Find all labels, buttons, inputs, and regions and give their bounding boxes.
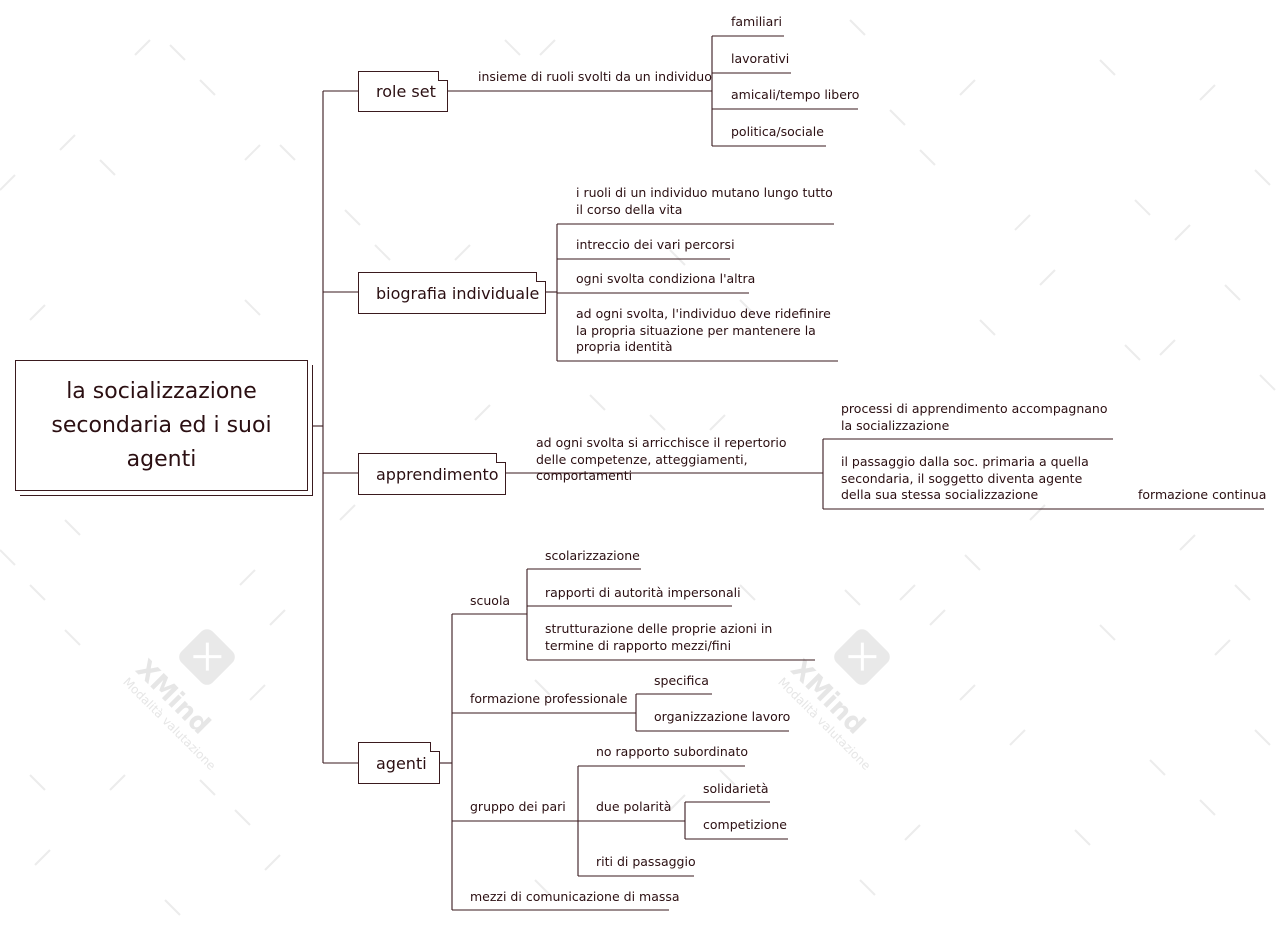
note-fold-icon [438,71,448,81]
topic-apprendimento-label: apprendimento [376,464,499,484]
role-set-item-lavorativi[interactable]: lavorativi [731,51,790,66]
role-set-item-amicali[interactable]: amicali/tempo libero [731,87,860,102]
role-set-description[interactable]: insieme di ruoli svolti da un individuo [478,69,712,84]
topic-role-set[interactable]: role set [358,71,448,112]
biografia-item-4[interactable]: ad ogni svolta, l'individuo deve ridefin… [576,306,831,354]
apprendimento-formazione-continua[interactable]: formazione continua [1138,487,1267,502]
apprendimento-item-2[interactable]: il passaggio dalla soc. primaria a quell… [841,454,1089,502]
central-topic-label: la socializzazione secondaria ed i suoi … [51,378,272,472]
topic-apprendimento[interactable]: apprendimento [358,453,506,495]
gruppo-item-riti[interactable]: riti di passaggio [596,854,696,869]
gruppo-item-no-rapporto[interactable]: no rapporto subordinato [596,744,748,759]
biografia-item-2[interactable]: intreccio dei vari percorsi [576,237,735,252]
agenti-gruppo[interactable]: gruppo dei pari [470,799,566,814]
topic-role-set-label: role set [376,82,436,101]
topic-biografia-label: biografia individuale [376,283,540,303]
agenti-mezzi[interactable]: mezzi di comunicazione di massa [470,889,680,904]
topic-biografia[interactable]: biografia individuale [358,272,546,314]
agenti-scuola[interactable]: scuola [470,593,511,608]
note-fold-icon [430,742,440,752]
scuola-item-3[interactable]: strutturazione delle proprie azioni in t… [545,621,773,653]
central-topic[interactable]: la socializzazione secondaria ed i suoi … [15,360,308,491]
polarita-item-solidarieta[interactable]: solidarietà [703,781,769,796]
agenti-formazione[interactable]: formazione professionale [470,691,628,706]
formazione-item-1[interactable]: specifica [654,673,709,688]
apprendimento-description[interactable]: ad ogni svolta si arricchisce il reperto… [536,435,787,483]
polarita-item-competizione[interactable]: competizione [703,817,787,832]
biografia-item-3[interactable]: ogni svolta condiziona l'altra [576,271,756,286]
role-set-item-familiari[interactable]: familiari [731,14,782,29]
topic-agenti-label: agenti [376,753,427,773]
gruppo-item-polarita[interactable]: due polarità [596,799,672,814]
note-fold-icon [496,453,506,463]
apprendimento-item-1[interactable]: processi di apprendimento accompagnano l… [841,401,1108,433]
formazione-item-2[interactable]: organizzazione lavoro [654,709,791,724]
topic-agenti[interactable]: agenti [358,742,440,784]
scuola-item-1[interactable]: scolarizzazione [545,548,640,563]
note-fold-icon [536,272,546,282]
biografia-item-1[interactable]: i ruoli di un individuo mutano lungo tut… [576,185,833,217]
scuola-item-2[interactable]: rapporti di autorità impersonali [545,585,741,600]
role-set-item-politica[interactable]: politica/sociale [731,124,824,139]
